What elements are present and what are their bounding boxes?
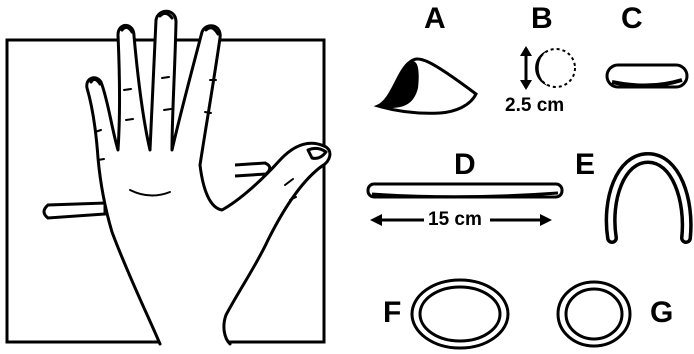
- shape-f-ring: [412, 280, 508, 348]
- label-g: G: [650, 298, 673, 328]
- clay-roll-under-hand: [44, 203, 105, 218]
- ball-size-label: 2.5 cm: [505, 96, 564, 115]
- shape-g-ring: [558, 282, 630, 346]
- label-a: A: [424, 4, 446, 34]
- label-c: C: [621, 4, 643, 34]
- shape-a-cone: [378, 59, 476, 113]
- label-b: B: [531, 4, 553, 34]
- hand-drawing: [87, 11, 330, 344]
- shape-b-ball: [520, 46, 575, 90]
- label-d: D: [454, 150, 476, 180]
- label-f: F: [383, 298, 401, 328]
- roll-length-label: 15 cm: [428, 210, 482, 229]
- clay-roll-right-end: [235, 163, 270, 176]
- label-e: E: [575, 150, 595, 180]
